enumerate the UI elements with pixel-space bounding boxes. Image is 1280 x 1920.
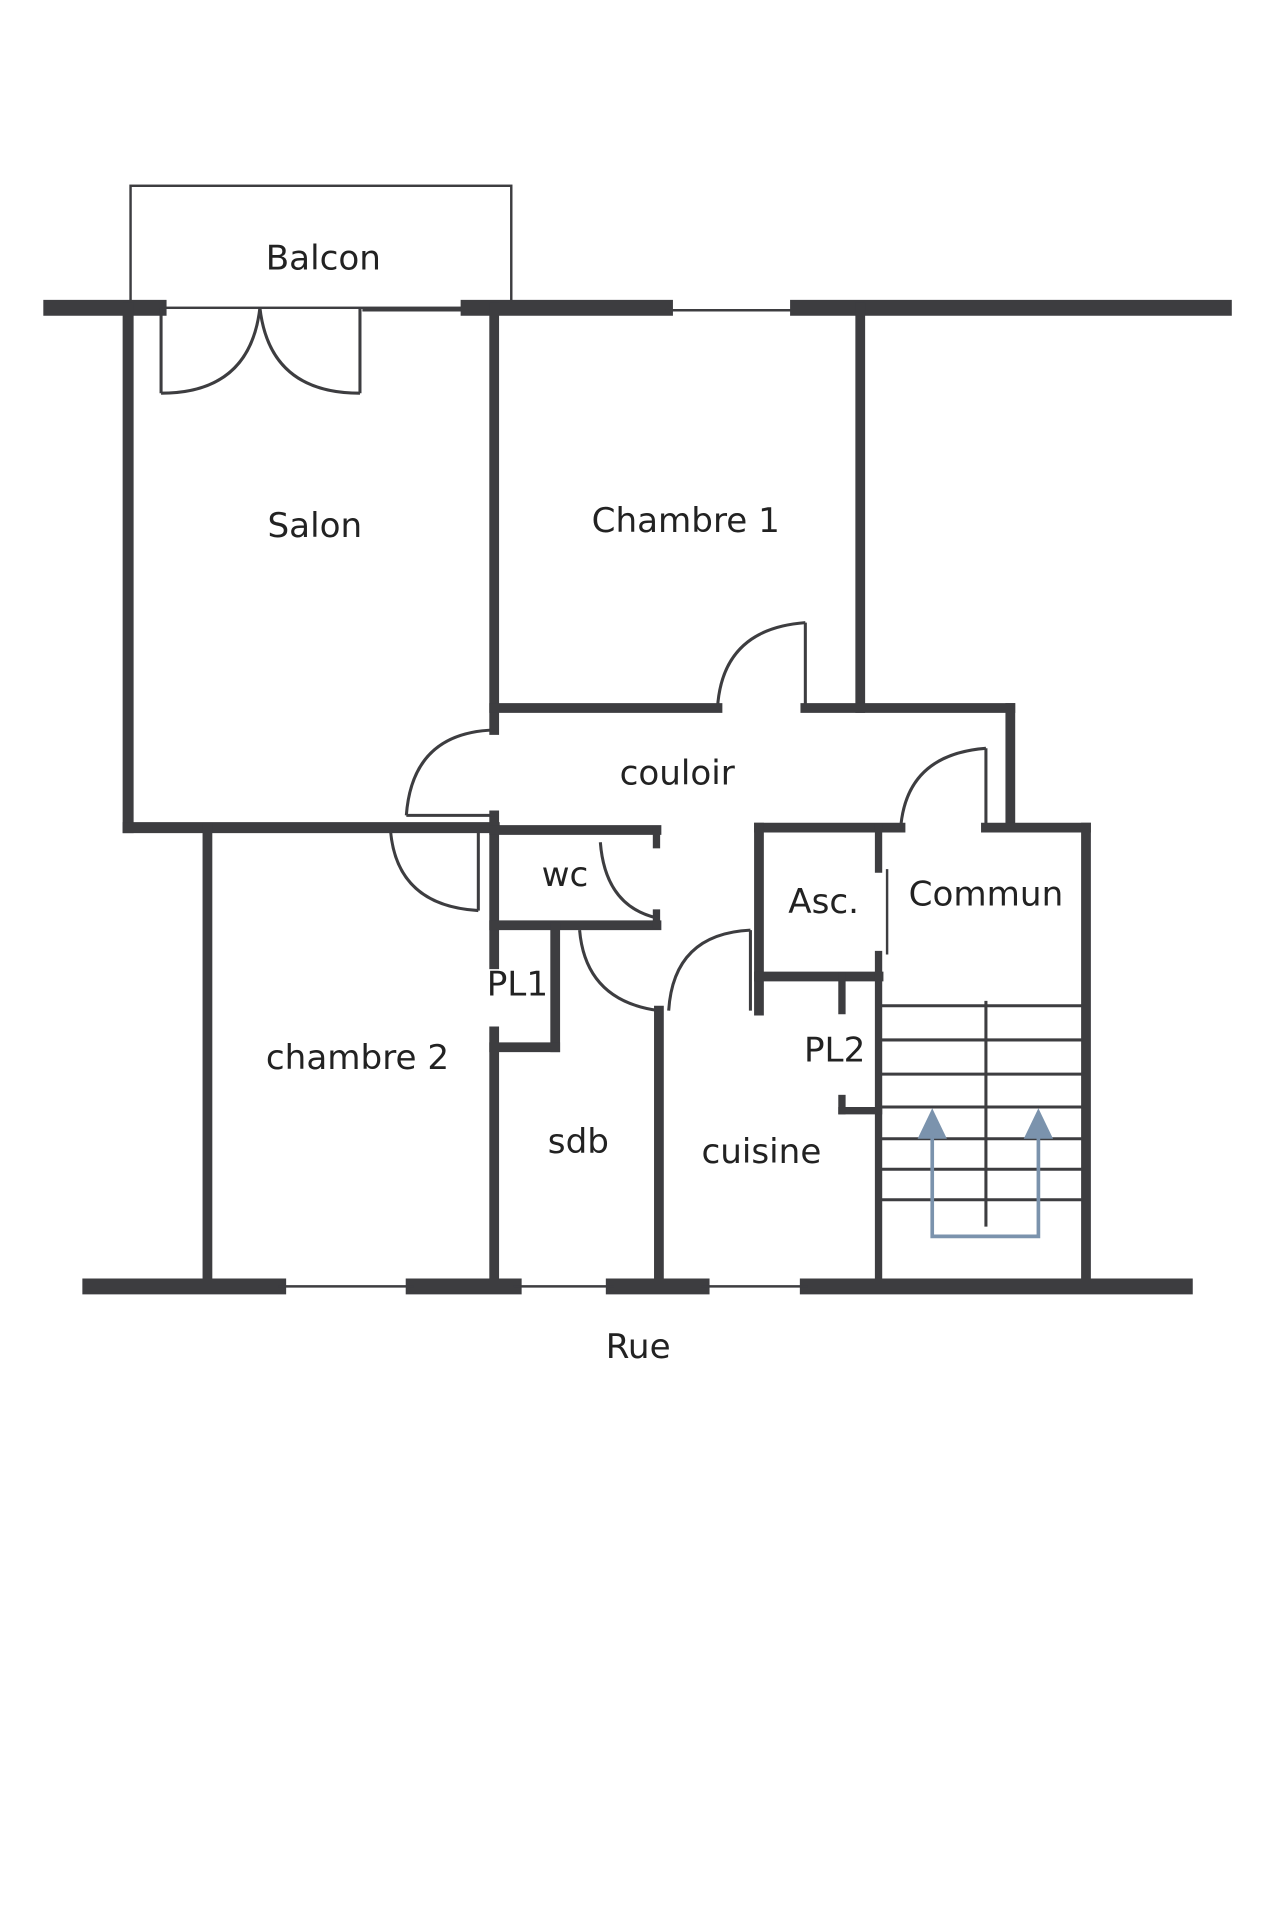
room-label-asc: Asc. (788, 882, 859, 922)
room-label-pl2: PL2 (804, 1031, 865, 1071)
room-label-wc: wc (542, 855, 589, 895)
room-label-chambre-1: Chambre 1 (592, 501, 780, 541)
room-label-salon: Salon (267, 506, 362, 546)
room-label-pl1: PL1 (487, 965, 548, 1005)
room-label-sdb: sdb (548, 1122, 609, 1162)
interior-walls (122, 302, 1091, 1287)
arrowhead-icon (917, 1108, 947, 1139)
room-label-balcon: Balcon (266, 239, 381, 279)
stair-direction-arrow (930, 1135, 1041, 1239)
street-label: Rue (606, 1327, 671, 1367)
balcony-outline (129, 184, 513, 310)
top-exterior-wall (43, 299, 1232, 316)
room-label-cuisine: cuisine (701, 1132, 821, 1172)
arrowhead-icon (1023, 1108, 1054, 1139)
balcony-door (159, 307, 362, 395)
room-label-chambre-2: chambre 2 (266, 1038, 449, 1078)
staircase (880, 1000, 1084, 1239)
room-label-commun: Commun (909, 874, 1064, 914)
interior-doors (388, 621, 988, 1013)
room-label-couloir: couloir (620, 754, 736, 794)
